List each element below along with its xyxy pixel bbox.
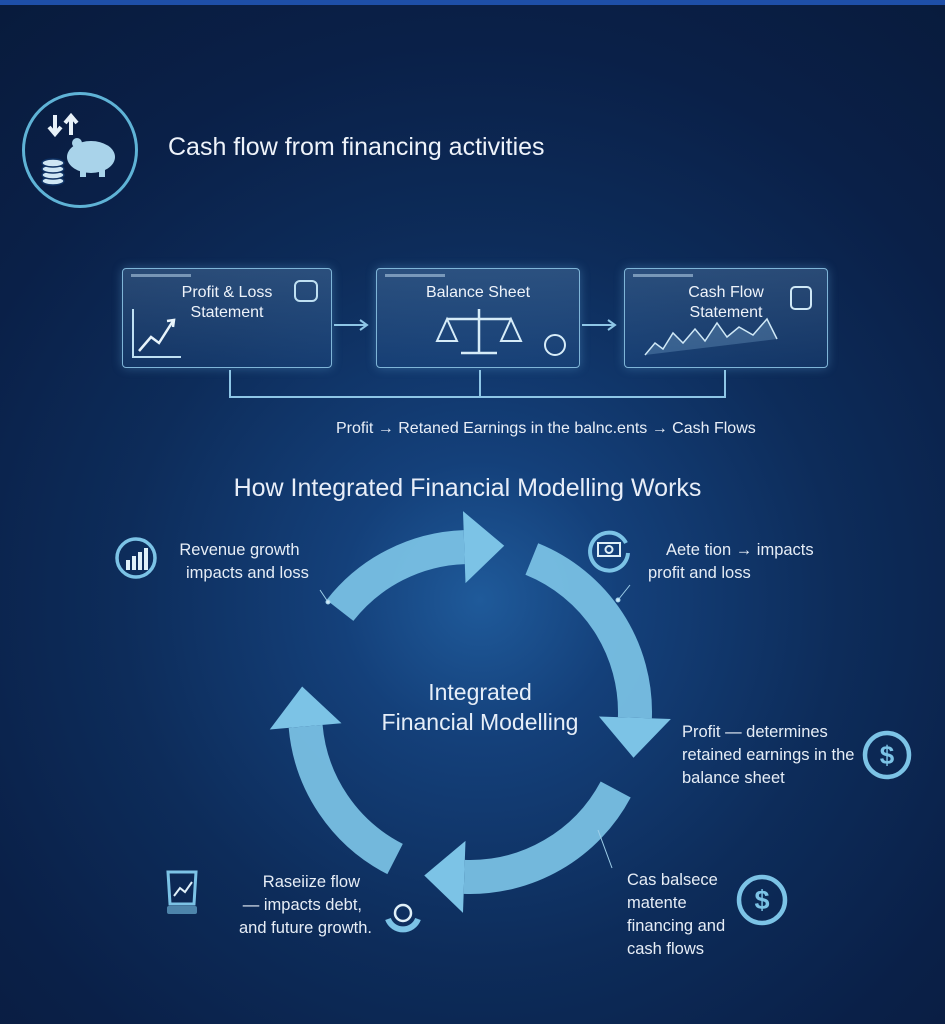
flow-caption: Profit → Retaned Earnings in the balnc.e… [336, 420, 756, 437]
cycle-arrowhead-3 [424, 840, 466, 913]
note-line: matente [627, 894, 687, 912]
cash-cycle-icon [586, 527, 632, 573]
cycle-arrowhead-2 [598, 716, 671, 758]
svg-text:$: $ [880, 740, 895, 770]
note-line: profit and loss [648, 564, 751, 582]
note-line: Aete tion → impacts [666, 541, 814, 559]
note-line: Revenue growth [179, 541, 300, 559]
note-residual-flow: Raseiize flow — impacts debt, and future… [222, 871, 372, 940]
card-header-bar [633, 274, 693, 277]
card-balance-sheet: Balance Sheet [376, 268, 580, 368]
note-action-impacts: Aete tion → impacts profit and loss [648, 539, 814, 585]
card-label: Profit & Loss Statement [181, 284, 273, 321]
cash-cycle-icon [382, 895, 424, 937]
card-cash-flow: Cash Flow Statement [624, 268, 828, 368]
card-profit-loss: Profit & Loss Statement [122, 268, 332, 368]
page-title: Cash flow from financing activities [168, 133, 545, 161]
note-line: Profit — determines [682, 723, 828, 741]
card-label: Balance Sheet [425, 284, 531, 301]
card-label: Cash Flow Statement [688, 284, 764, 321]
note-profit-retained: Profit — determines retained earnings in… [682, 721, 854, 790]
note-line: cash flows [627, 940, 705, 958]
report-chart-icon [162, 868, 202, 918]
card-header-bar [131, 274, 191, 277]
note-line: Cas balsece [627, 871, 718, 889]
note-line: — impacts debt, [242, 896, 362, 914]
center-line-1: Integrated [428, 679, 532, 705]
cycle-arrow-4 [288, 724, 404, 875]
cycle-center-label: Integrated Financial Modelling [330, 677, 630, 737]
cycle-arrows [269, 511, 671, 913]
card-header-bar [385, 274, 445, 277]
cycle-arrow-3 [463, 781, 631, 894]
note-revenue-growth: Revenue growth impacts and loss [170, 539, 309, 585]
center-line-2: Financial Modelling [381, 709, 579, 735]
bar-chart-icon [114, 536, 158, 580]
note-cash-balance: Cas balsece matente financing and cash f… [627, 869, 725, 961]
note-line: Raseiize flow [262, 873, 360, 891]
dollar-chart-icon [644, 286, 812, 356]
cycle-arrowhead-4 [269, 686, 342, 730]
bracket-connector [229, 370, 726, 398]
cycle-arrow-2 [525, 543, 652, 719]
trend-chart-icon [132, 280, 318, 358]
note-line: balance sheet [682, 769, 785, 787]
note-line: and future growth. [239, 919, 372, 937]
note-line: impacts and loss [186, 564, 309, 582]
svg-text:$: $ [754, 885, 769, 915]
cycle-arrow-1 [326, 530, 466, 622]
dollar-circle-icon: $ [734, 872, 790, 928]
top-accent-bar [0, 0, 945, 5]
piggy-bank-cash-icon [22, 92, 138, 208]
note-line: financing and [627, 917, 726, 935]
scales-icon [435, 309, 566, 356]
note-line: retained earnings in the [682, 746, 855, 764]
cycle-arrowhead-1 [462, 511, 505, 584]
section-title: How Integrated Financial Modelling Works [233, 474, 702, 502]
dollar-circle-icon: $ [860, 728, 914, 782]
